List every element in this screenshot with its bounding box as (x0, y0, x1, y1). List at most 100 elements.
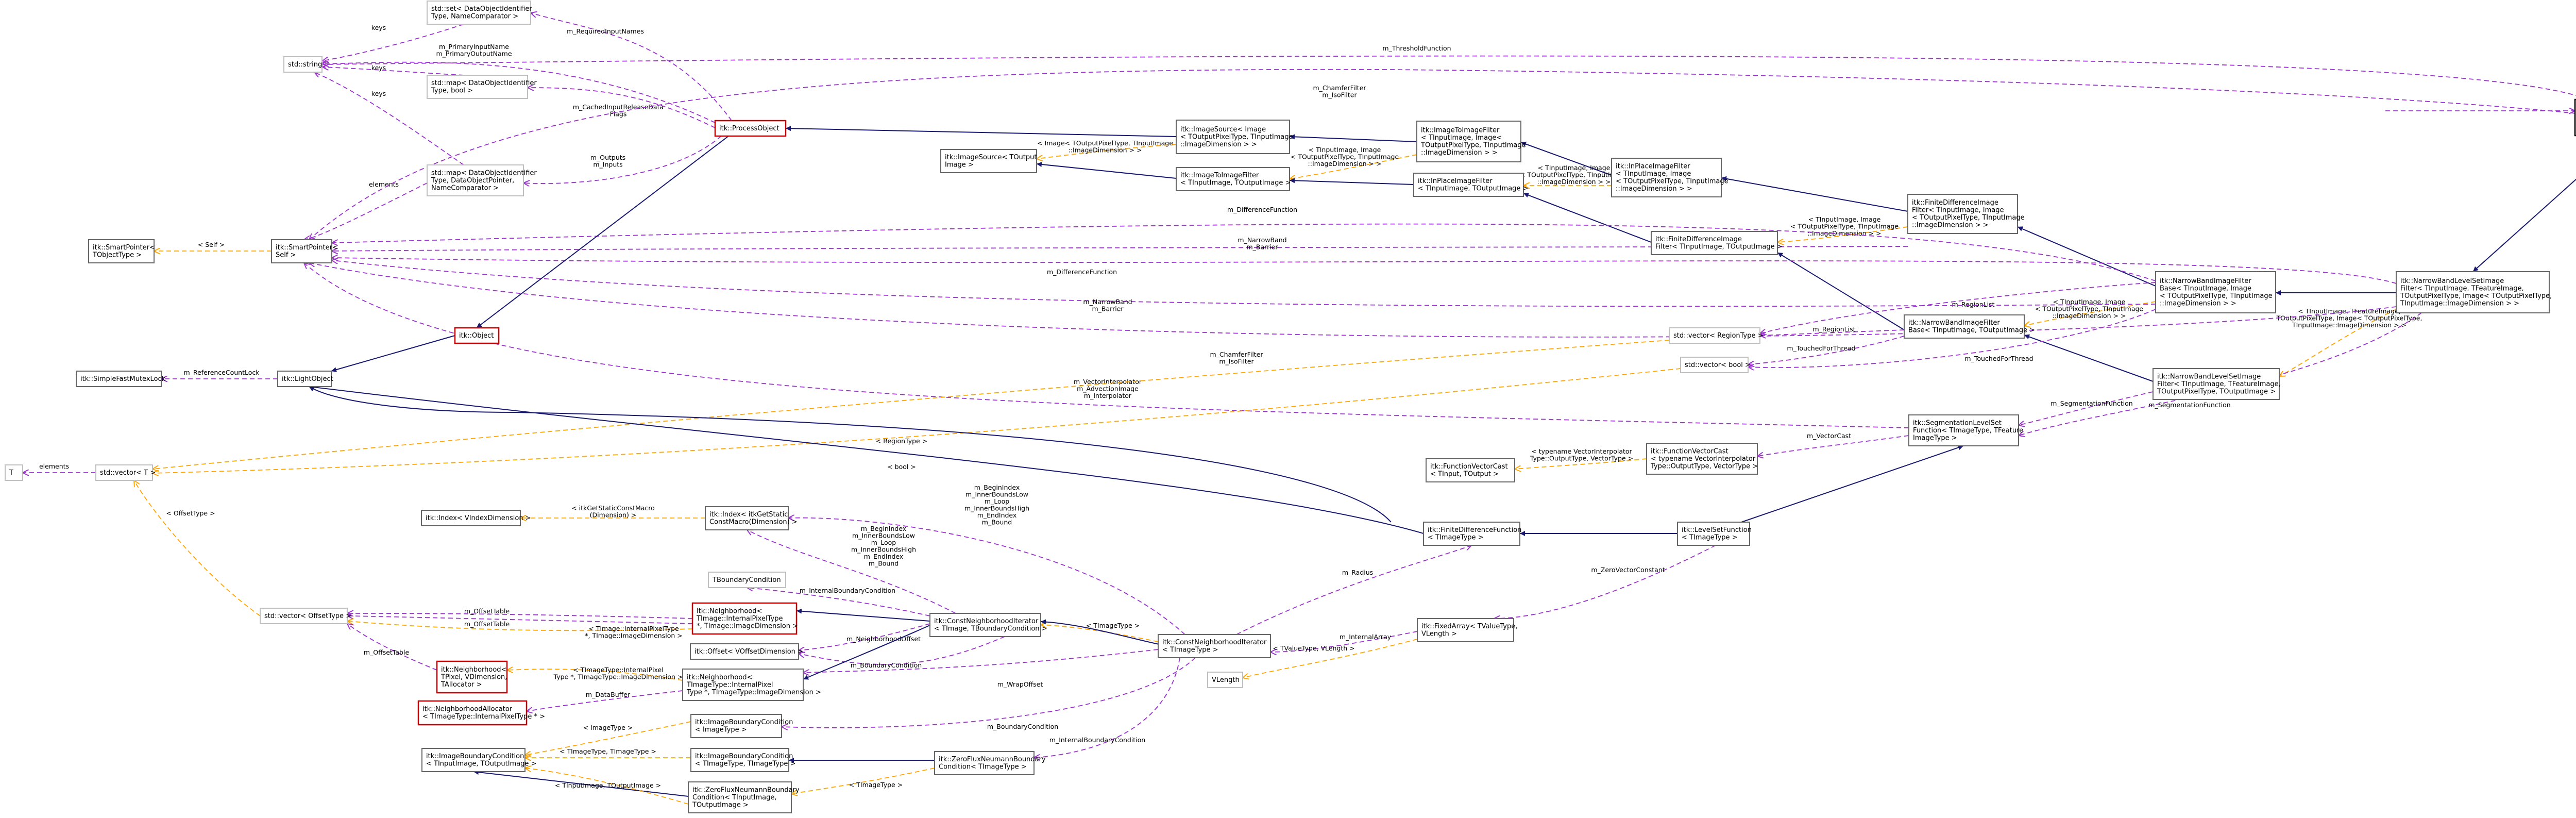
inheritance-edge (2024, 334, 2154, 382)
node-label: itk::ConstNeighborhoodIterator (934, 617, 1039, 625)
node-box (95, 464, 153, 481)
node-T[interactable]: T (5, 464, 23, 481)
node-label: std::string (288, 61, 322, 69)
usage-edge (323, 24, 464, 61)
usage-edge (304, 182, 428, 240)
node-vector-bool[interactable]: std::vector< bool > (1680, 357, 1751, 373)
node-label: < TOutputPixelType, TInputImage (2160, 292, 2273, 300)
edge-label: < TInputImage, Image (1309, 146, 1381, 154)
node-processobject[interactable]: itk::ProcessObject (714, 120, 787, 137)
node-smartptr[interactable]: itk::SmartPointer<Self > (271, 239, 338, 263)
node-label: itk::LevelSetFunction (1682, 526, 1752, 534)
node-bc[interactable]: TBoundaryCondition (708, 572, 786, 588)
node-ibc-img[interactable]: itk::ImageBoundaryCondition< ImageType > (690, 714, 793, 738)
node-label: itk::SegmentationLevelSet (1913, 419, 2002, 427)
edge-label: m_DifferenceFunction (1227, 206, 1297, 213)
node-label: < TOutputPixelType, TInputImage (1912, 214, 2025, 222)
inheritance-edge (1741, 445, 1964, 523)
node-label: < TImageType, TImageType > (695, 760, 795, 768)
edge-label: < Self > (198, 241, 225, 248)
node-label: Base< TInputImage, Image (2160, 285, 2251, 293)
node-neigh-tmpl[interactable]: itk::Neighborhood<TPixel, VDimension,TAl… (436, 660, 508, 694)
node-offset[interactable]: itk::Offset< VOffsetDimension > (690, 643, 803, 660)
usage-edge (1748, 336, 1905, 364)
node-fastmutex[interactable]: itk::SimpleFastMutexLock (76, 371, 166, 387)
node-neigh-alloc[interactable]: itk::NeighborhoodAllocator< TImageType::… (417, 700, 545, 726)
edge-label: m_Barrier (1092, 305, 1124, 313)
node-box (2155, 271, 2276, 313)
node-levelset-func[interactable]: itk::LevelSetFunction< TImageType > (1677, 522, 1752, 546)
node-label: < TImageType > (1682, 534, 1738, 542)
node-vlength[interactable]: VLength (1207, 672, 1243, 688)
node-fd-func[interactable]: itk::FiniteDifferenceFunction< TImageTyp… (1423, 522, 1521, 546)
node-ibc-img2[interactable]: itk::ImageBoundaryCondition< TImageType,… (690, 748, 795, 772)
node-inplace-inst[interactable]: itk::InPlaceImageFilter< TInputImage, Im… (1611, 158, 1728, 197)
node-inplace[interactable]: itk::InPlaceImageFilter< TInputImage, TO… (1413, 173, 1528, 197)
node-label: < TOutputPixelType, TInputImage (1616, 178, 1728, 186)
node-label: itk::ImageToImageFilter (1421, 127, 1500, 135)
edge-label: m_InnerBoundsHigh (964, 505, 1029, 512)
template-edge (152, 368, 1681, 473)
node-box (929, 613, 1041, 637)
node-vcast[interactable]: itk::FunctionVectorCast< TInput, TOutput… (1426, 458, 1515, 482)
edge-label: < TOutputPixelType, TInputImage (1520, 171, 1629, 179)
node-label: TOutputPixelType, TOutputImage > (2157, 388, 2276, 395)
node-vcast-inst[interactable]: itk::FunctionVectorCast< typename Vector… (1646, 443, 1758, 475)
node-focus[interactable]: itk::NarrowBandThresholdSegmentationLeve… (2574, 98, 2576, 137)
node-imgsrc[interactable]: itk::ImageSource< TOutputImage > (940, 149, 1037, 173)
edge-label: m_ReferenceCountLock (184, 369, 260, 376)
node-label: VLength > (1421, 630, 1457, 638)
node-i2i-inst[interactable]: itk::ImageToImageFilter< TInputImage, Im… (1416, 121, 1526, 162)
usage-edge (332, 260, 2156, 307)
node-cn-iter-img[interactable]: itk::ConstNeighborhoodIterator< TImageTy… (1158, 634, 1271, 658)
edge-label: < TOutputPixelType, TInputImage (1291, 153, 1399, 161)
node-object[interactable]: itk::Object (454, 327, 500, 344)
node-imgsrc-inst[interactable]: itk::ImageSource< Image< TOutputPixelTyp… (1176, 120, 1293, 154)
edge-label: m_TouchedForThread (1964, 355, 2033, 362)
node-box (690, 643, 799, 660)
edge-label: < TImageType > (1086, 622, 1140, 629)
edge-label: < typename VectorInterpolator (1531, 447, 1632, 455)
inheritance-edge (2017, 226, 2156, 287)
node-neigh-internal[interactable]: itk::Neighborhood<TImage::InternalPixelT… (691, 602, 798, 635)
node-vector-offset[interactable]: std::vector< OffsetType > (260, 608, 351, 624)
node-label: TOutputPixelType, Image< TOutputPixelTyp… (2400, 292, 2552, 300)
edge-label: < TInputImage, Image (1538, 164, 1611, 172)
node-vector-t[interactable]: std::vector< T > (95, 464, 156, 481)
node-box (688, 781, 792, 813)
inheritance-edge (1721, 176, 1908, 212)
inheritance-edge (331, 335, 455, 373)
node-index-static[interactable]: itk::Index< itkGetStaticConstMacro(Dimen… (705, 506, 798, 530)
node-vector-region[interactable]: std::vector< RegionType > (1669, 327, 1764, 344)
node-neigh-internal2[interactable]: itk::Neighborhood<TImageType::InternalPi… (682, 669, 821, 701)
node-label: ::ImageDimension > > (2160, 300, 2236, 308)
node-fixedarray[interactable]: itk::FixedArray< TValueType,VLength > (1417, 618, 1517, 642)
node-index[interactable]: itk::Index< VIndexDimension > (421, 510, 531, 526)
node-label: < TImageType > (1428, 534, 1484, 542)
node-cn-iter[interactable]: itk::ConstNeighborhoodIterator< TImage, … (929, 613, 1047, 637)
inheritance-edge (1040, 619, 1160, 645)
node-box (1646, 443, 1758, 475)
node-label: Type, bool > (431, 87, 473, 95)
node-i2i[interactable]: itk::ImageToImageFilter< TInputImage, TO… (1176, 167, 1291, 191)
node-box (1423, 522, 1520, 546)
edge-label: < ImageType > (583, 724, 633, 731)
node-ibc-tmpl[interactable]: itk::ImageBoundaryCondition< TInputImage… (421, 748, 536, 772)
node-lightobject[interactable]: itk::LightObject (277, 371, 333, 387)
usage-edge (747, 588, 930, 616)
node-smartptr-t[interactable]: itk::SmartPointer<TObjectType > (88, 239, 155, 263)
node-string[interactable]: std::string (283, 56, 323, 73)
node-label: itk::NarrowBandImageFilter (2160, 277, 2251, 285)
